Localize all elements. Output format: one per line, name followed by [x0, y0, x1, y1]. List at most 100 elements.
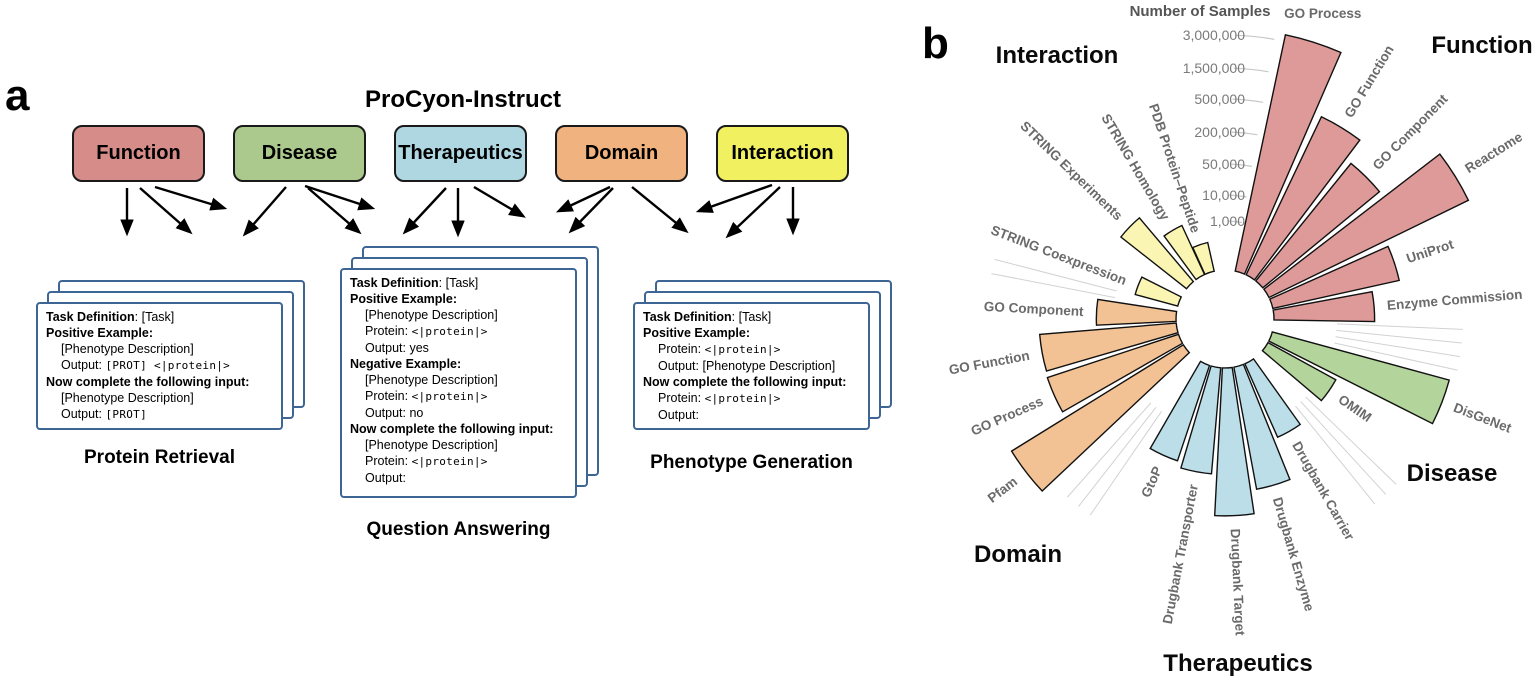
card-line: Negative Example:: [350, 356, 567, 372]
axis-tick-label: 200,000: [1194, 124, 1245, 140]
flow-arrow: [154, 185, 228, 211]
card-line: [Phenotype Description]: [46, 390, 273, 406]
panel-label-a: a: [5, 71, 30, 120]
card-line: Positive Example:: [643, 325, 860, 341]
axis-title: Number of Samples: [1130, 3, 1271, 20]
card-stack-phenotype-generation: Task Definition: [Task]Positive Example:…: [633, 280, 892, 430]
bar-label: UniProt: [1404, 236, 1455, 266]
radial-bar-go-process: [1234, 33, 1342, 276]
prompt-card: Task Definition: [Task]Positive Example:…: [340, 268, 577, 498]
radial-bar-go-function: [1038, 322, 1179, 372]
gap-gridline: [994, 258, 1117, 292]
gap-gridline: [1066, 402, 1152, 498]
bar-label: GO Function: [1342, 43, 1397, 121]
radial-bar-enzyme-commission: [1272, 290, 1376, 323]
bar-label: GO Process: [1284, 6, 1361, 21]
card-line: Task Definition: [Task]: [350, 275, 567, 291]
card-stack-title: Question Answering: [366, 519, 551, 540]
card-line: Now complete the following input:: [643, 374, 860, 390]
bar-label: Enzyme Commission: [1386, 287, 1523, 313]
axis-tick-arc: [1234, 34, 1275, 40]
radial-bar-go-component: [1254, 162, 1381, 289]
flow-arrow: [631, 186, 689, 234]
bar-label: Reactome: [1462, 129, 1525, 176]
card-line: Task Definition: [Task]: [46, 309, 273, 325]
card-line: Output:: [350, 470, 567, 486]
card-token-mono: [PROT]: [105, 408, 148, 421]
card-line: Protein: <|protein|>: [643, 390, 860, 407]
gap-gridline: [1300, 401, 1387, 495]
card-text: Negative Example:: [350, 357, 462, 371]
card-text: Positive Example:: [350, 292, 457, 306]
flow-arrow: [242, 186, 287, 237]
group-label-therapeutics: Therapeutics: [1163, 650, 1312, 677]
card-text: Output:: [61, 407, 106, 421]
group-label-domain: Domain: [974, 541, 1062, 568]
prompt-card: Task Definition: [Task]Positive Example:…: [633, 302, 870, 430]
card-text: Output:: [365, 471, 406, 485]
card-line: Task Definition: [Task]: [643, 309, 860, 325]
card-line: Positive Example:: [350, 291, 567, 307]
bar-label: Drugbank Carrier: [1289, 439, 1357, 544]
radial-bar-string-coexpression: [1134, 276, 1183, 307]
card-text: Protein:: [658, 342, 705, 356]
gap-gridline: [1334, 342, 1458, 371]
axis-tick-arc: [1230, 163, 1253, 167]
bar-label: STRING Coexpression: [989, 222, 1129, 288]
card-text: Output: yes: [365, 341, 429, 355]
card-text: [Phenotype Description]: [365, 438, 498, 452]
card-text: : [Task]: [134, 310, 175, 324]
card-text: Task Definition: [46, 310, 135, 324]
card-line: [Phenotype Description]: [350, 437, 567, 453]
group-label-interaction: Interaction: [996, 42, 1119, 69]
card-text: : [Task]: [731, 310, 772, 324]
radial-bar-uniprot: [1268, 245, 1401, 310]
card-text: Protein:: [658, 391, 705, 405]
card-line: Output:: [643, 407, 860, 423]
panel-label-b: b: [922, 19, 949, 68]
bar-label: OMIM: [1336, 392, 1375, 425]
card-line: Output: [PROT]: [46, 406, 273, 423]
bar-label: Drugbank Target: [1228, 528, 1248, 636]
card-line: Protein: <|protein|>: [350, 323, 567, 340]
card-line: Output: no: [350, 405, 567, 421]
card-text: Now complete the following input:: [350, 422, 554, 436]
bar-label: GO Component: [984, 299, 1085, 319]
axis-tick-label: 1,000: [1210, 213, 1245, 229]
task-box-interaction: Interaction: [716, 125, 849, 182]
axis-tick-label: 3,000,000: [1183, 27, 1245, 43]
axis-tick-arc: [1228, 220, 1243, 224]
card-text: [Phenotype Description]: [365, 373, 498, 387]
task-box-disease: Disease: [233, 125, 366, 182]
gap-gridline: [1336, 329, 1462, 344]
card-text: Now complete the following input:: [643, 375, 847, 389]
flow-arrow: [304, 184, 376, 211]
radial-bar-disgenet: [1267, 331, 1451, 425]
card-line: [Phenotype Description]: [350, 307, 567, 323]
card-stack-title: Protein Retrieval: [84, 447, 235, 468]
axis-tick-label: 50,000: [1202, 156, 1245, 172]
task-box-therapeutics: Therapeutics: [394, 125, 527, 182]
radial-bar-drugbank-target: [1213, 366, 1255, 517]
flow-arrow: [695, 183, 773, 213]
card-token-mono: <|protein|>: [411, 325, 488, 338]
axis-tick-label: 1,500,000: [1183, 60, 1245, 76]
task-box-function: Function: [72, 125, 205, 182]
gap-gridline: [991, 273, 1116, 299]
axis-tick-arc: [1232, 98, 1264, 103]
radial-bar-chart: 1,00010,00050,000200,000500,0001,500,000…: [948, 3, 1533, 677]
flow-arrows: [120, 183, 800, 239]
card-text: Task Definition: [350, 276, 439, 290]
gap-gridline: [1078, 406, 1157, 507]
card-line: Protein: <|protein|>: [643, 341, 860, 358]
radial-bar-go-function: [1245, 115, 1361, 281]
axis-tick-arc: [1233, 67, 1269, 73]
bar-label: Drugbank Transporter: [1160, 482, 1201, 625]
card-token-mono: <|protein|>: [411, 455, 488, 468]
gap-gridline: [1295, 405, 1376, 505]
card-line: Output: [PROT] <|protein|>: [46, 357, 273, 374]
bar-label: DisGeNet: [1451, 400, 1514, 436]
flow-arrow: [307, 187, 362, 235]
